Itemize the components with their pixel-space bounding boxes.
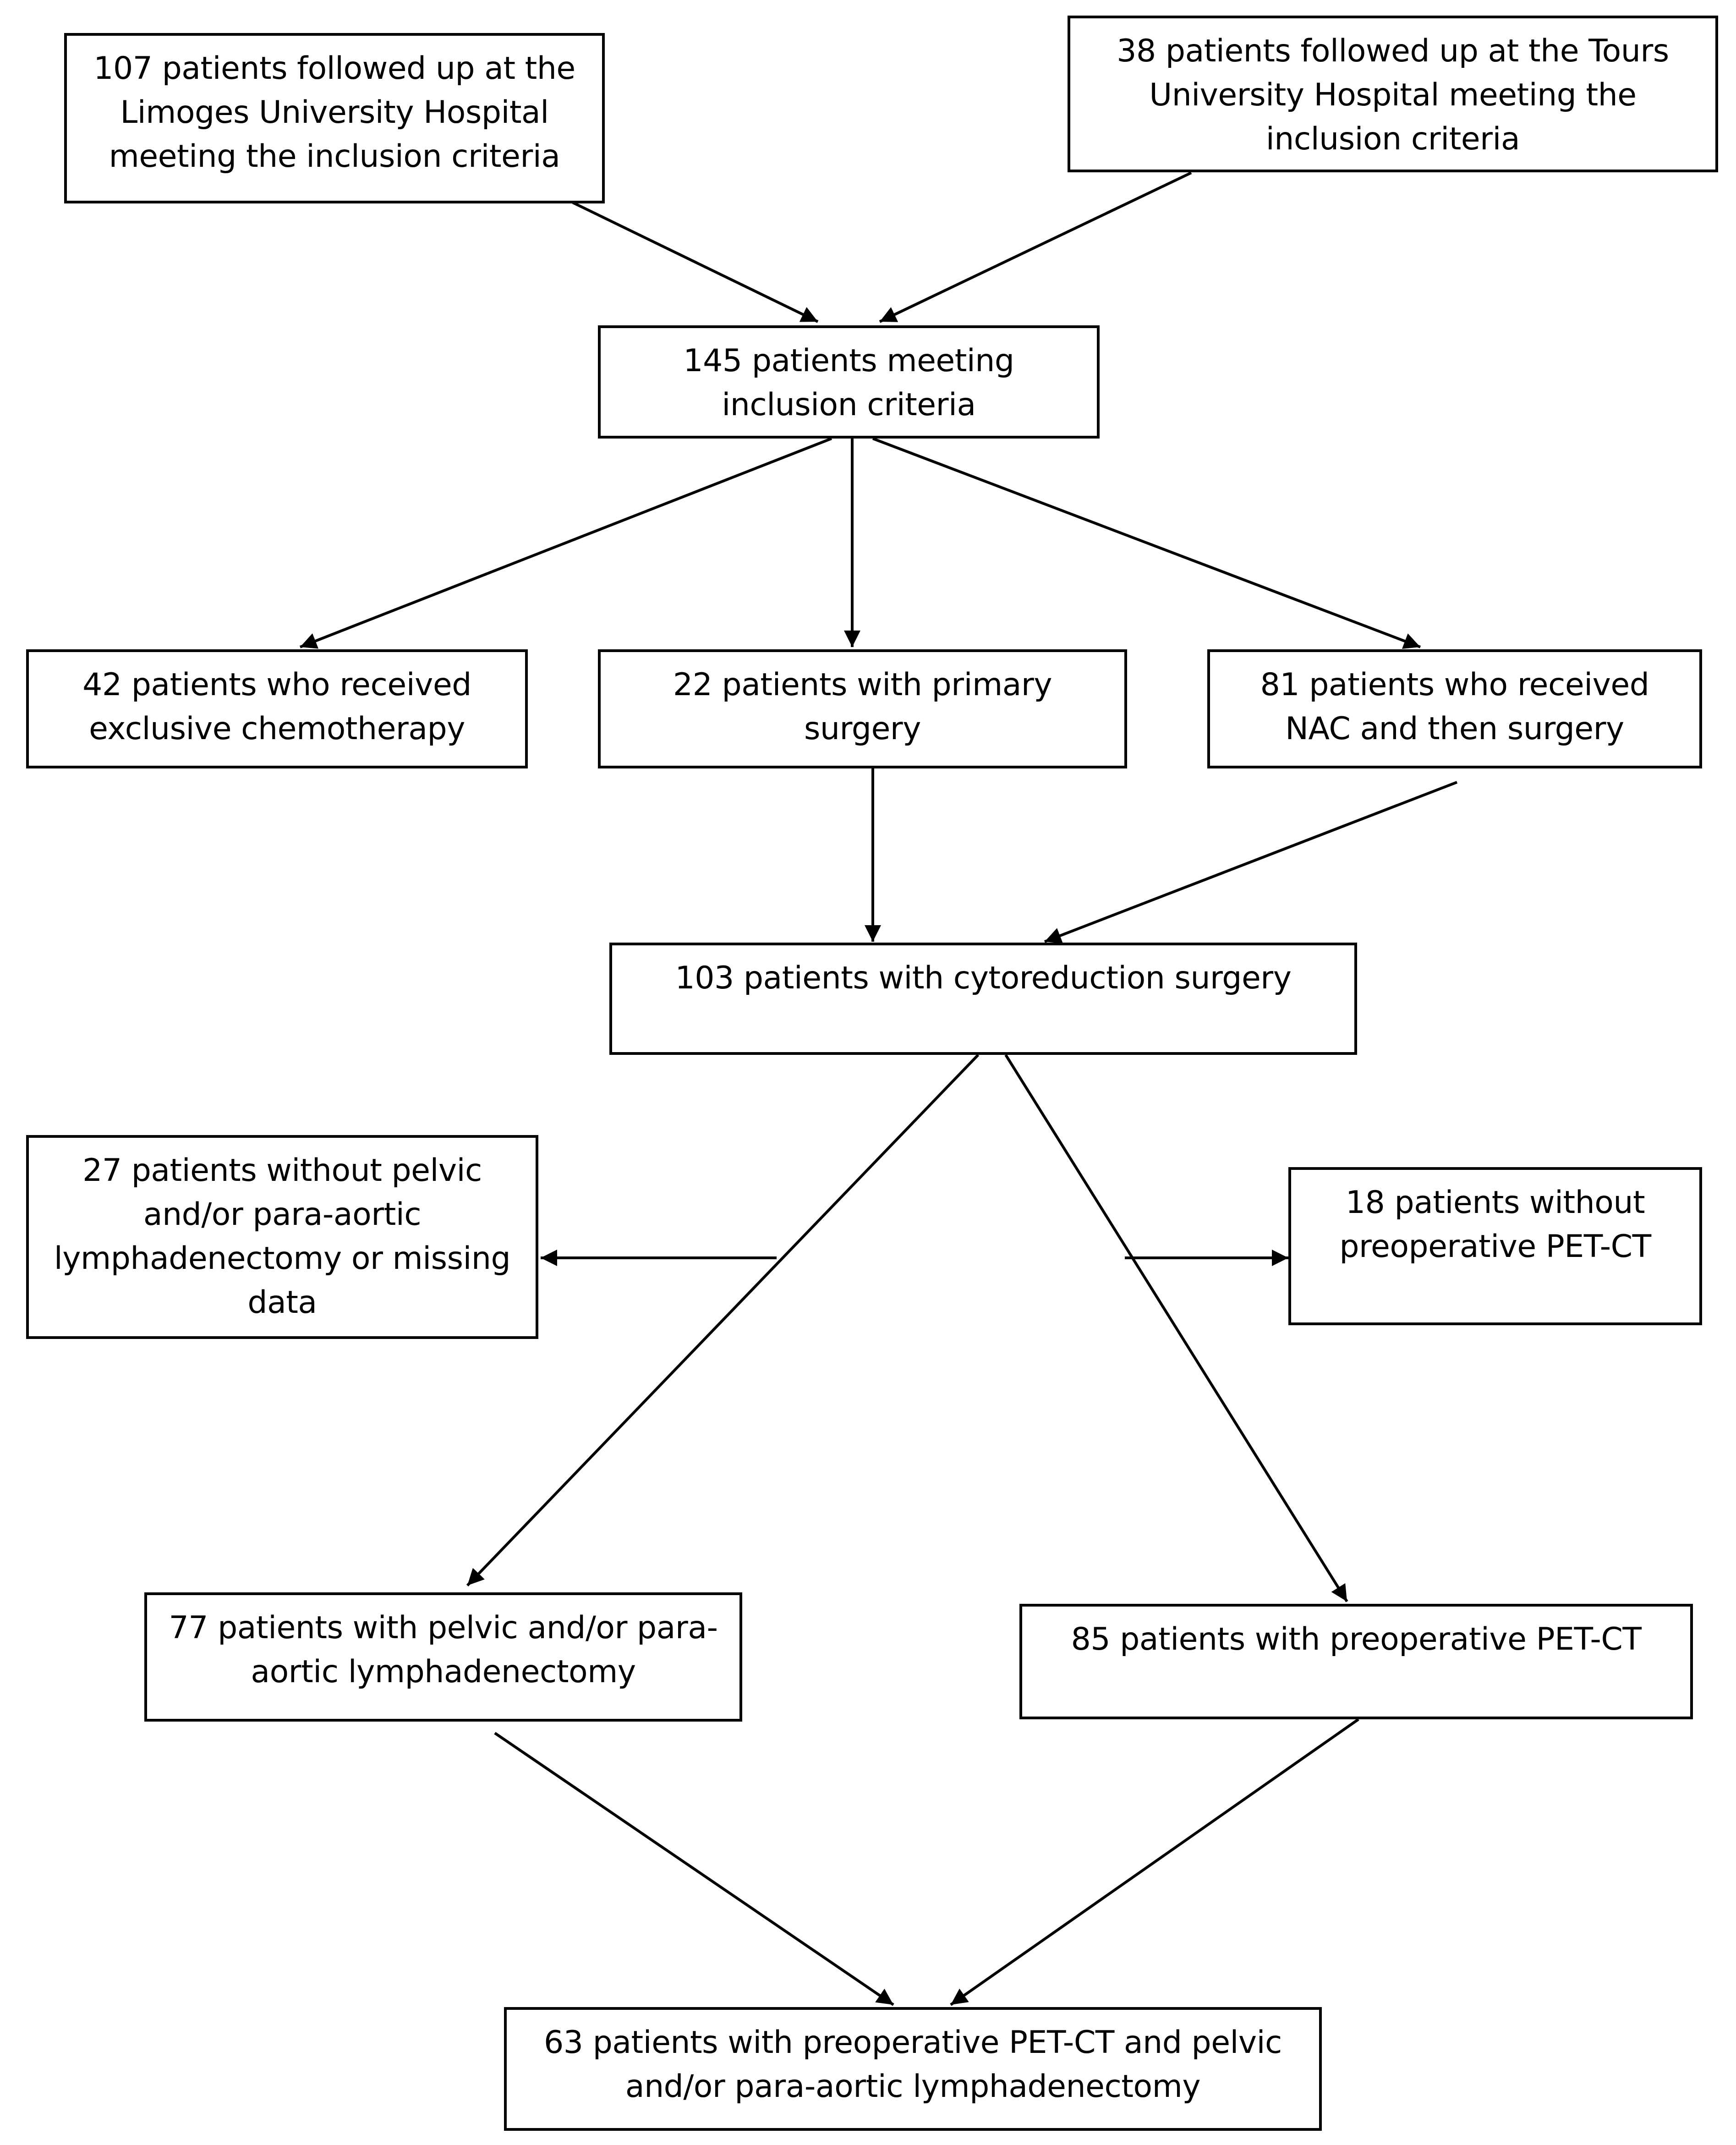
lymphadenectomy-box: 77 patients with pelvic and/or para-aort… — [144, 1592, 742, 1722]
arrow-tours-to-inclusion — [879, 171, 1192, 323]
no-lymphadenectomy-box: 27 patients without pelvic and/or para-a… — [26, 1135, 538, 1339]
inclusion-box: 145 patients meeting inclusion criteria — [598, 325, 1100, 439]
arrow-cytoreduction-to-lymphadenectomy — [466, 1053, 980, 1587]
limoges-box: 107 patients followed up at the Limoges … — [64, 33, 605, 203]
primary-surgery-box: 22 patients with primary surgery — [598, 649, 1127, 768]
arrow-petct-to-final — [950, 1718, 1359, 2006]
tours-box: 38 patients followed up at the Tours Uni… — [1068, 16, 1718, 172]
exclusive-chemo-box: 42 patients who received exclusive chemo… — [26, 649, 528, 768]
no-petct-box: 18 patients without preoperative PET-CT — [1288, 1167, 1702, 1325]
arrow-inclusion-to-exclusive-chemo — [299, 437, 832, 649]
arrow-cytoreduction-to-petct — [1004, 1054, 1348, 1602]
arrow-lymphadenectomy-to-final — [494, 1732, 894, 2006]
petct-box: 85 patients with preoperative PET-CT — [1019, 1604, 1693, 1719]
final-box: 63 patients with preoperative PET-CT and… — [504, 2007, 1322, 2131]
cytoreduction-box: 103 patients with cytoreduction surgery — [609, 943, 1357, 1055]
arrow-inclusion-to-nac-surgery — [872, 437, 1421, 649]
nac-surgery-box: 81 patients who received NAC and then su… — [1207, 649, 1702, 768]
arrow-limoges-to-inclusion — [572, 201, 819, 323]
arrow-nac-surgery-to-cytoreduction — [1044, 781, 1458, 944]
